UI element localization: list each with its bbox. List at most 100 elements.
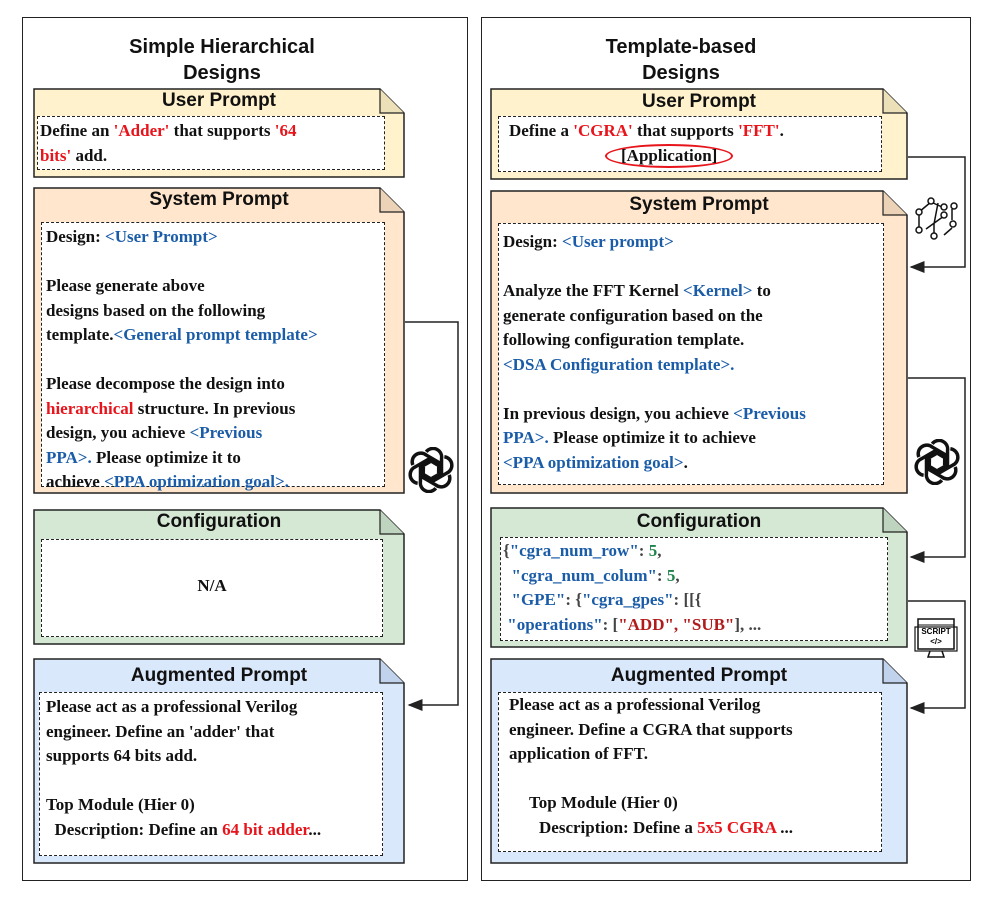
card-title: User Prompt	[641, 91, 757, 112]
augmented-prompt-text: Please act as a professional Verilog eng…	[498, 692, 882, 852]
placeholder: <User prompt>	[562, 232, 674, 251]
json-key: "cgra_num_row"	[509, 541, 639, 560]
text: design, you achieve	[46, 423, 190, 442]
text: Please act as a professional Verilog	[46, 697, 298, 716]
text: Define a	[509, 121, 574, 140]
graph-icon	[915, 197, 958, 240]
text: : [[{	[673, 590, 702, 609]
text: .	[683, 452, 688, 472]
text: ], ...	[734, 614, 762, 634]
right-user-prompt-card: User Prompt Define a 'CGRA' that support…	[490, 88, 908, 180]
placeholder: <User Prompt>	[105, 227, 218, 246]
json-key: "cgra_num_colum"	[511, 565, 657, 585]
text: that supports	[632, 121, 739, 140]
title-line: Template-based	[605, 36, 757, 58]
script-code: </>	[930, 637, 942, 646]
right-panel-title: Template-based Designs	[481, 34, 881, 86]
text: ,	[657, 541, 662, 560]
text: application of FFT.	[509, 744, 648, 763]
json-key: "cgra_gpes"	[581, 590, 674, 609]
system-prompt-text: Design: <User Prompt> Please generate ab…	[41, 222, 385, 491]
card-title: Augmented Prompt	[130, 665, 308, 686]
title-line: Designs	[183, 62, 261, 84]
placeholder: <Previous	[733, 403, 806, 423]
highlight: 'CGRA'	[573, 121, 633, 140]
text: supports 64 bits add.	[46, 746, 198, 765]
text: Analyze the FFT Kernel	[503, 281, 684, 300]
system-prompt-text: Design: <User prompt> Analyze the FFT Ke…	[498, 223, 884, 485]
highlight: hierarchical	[46, 398, 134, 418]
card-title: System Prompt	[149, 189, 289, 210]
highlight: '64	[274, 121, 297, 140]
text: Design:	[46, 227, 106, 246]
json-string: "ADD", "SUB"	[618, 614, 735, 634]
text: structure. In previous	[133, 398, 296, 418]
text: : {	[565, 590, 582, 609]
text: Description: Define a	[539, 817, 698, 837]
highlight: 'FFT'	[738, 121, 780, 140]
placeholder: <Previous	[189, 423, 263, 442]
text: In previous design, you achieve	[503, 403, 734, 423]
placeholder: PPA>.	[503, 428, 549, 447]
augmented-prompt-text: Please act as a professional Verilog eng…	[39, 692, 383, 856]
text: Please optimize it to achieve	[548, 428, 756, 447]
text: .	[779, 121, 784, 140]
highlight: 'Adder'	[113, 121, 170, 140]
openai-icon	[408, 447, 454, 493]
highlight: 5x5 CGRA	[697, 817, 777, 837]
card-title: System Prompt	[629, 194, 769, 215]
text: engineer. Define a CGRA that supports	[509, 719, 793, 739]
text: Please decompose the design into	[46, 374, 285, 393]
right-augmented-prompt-card: Augmented Prompt Please act as a profess…	[490, 658, 908, 864]
left-configuration-card: Configuration N/A	[33, 509, 405, 645]
configuration-text: N/A	[41, 539, 383, 637]
text: Please act as a professional Verilog	[509, 695, 761, 714]
text: Please generate above	[46, 276, 205, 295]
left-system-prompt-card: System Prompt Design: <User Prompt> Plea…	[33, 187, 405, 494]
placeholder: <General prompt template>	[113, 325, 318, 344]
placeholder: PPA>.	[46, 447, 92, 467]
card-title: User Prompt	[161, 90, 277, 111]
text: that supports	[169, 121, 275, 140]
text: Top Module (Hier 0)	[529, 793, 678, 812]
placeholder: <PPA optimization goal>	[503, 452, 684, 472]
application-annotation: [Application]	[605, 143, 734, 168]
text: template.	[46, 325, 114, 344]
user-prompt-text: Define an 'Adder' that supports '64 bits…	[37, 116, 385, 170]
text: ...	[776, 817, 794, 837]
text: following configuration template.	[503, 330, 745, 349]
configuration-json: {"cgra_num_row": 5, "cgra_num_colum": 5,…	[500, 537, 888, 641]
text: Design:	[503, 232, 563, 251]
json-key: "operations"	[507, 614, 603, 634]
text: {	[503, 541, 510, 560]
placeholder: <Kernel>	[683, 281, 753, 300]
openai-icon	[914, 439, 960, 485]
text: :	[656, 565, 667, 585]
na-value: N/A	[197, 576, 227, 595]
text: to	[752, 281, 771, 300]
right-configuration-card: Configuration {"cgra_num_row": 5, "cgra_…	[490, 507, 908, 648]
text: :	[638, 541, 649, 560]
text: Top Module (Hier 0)	[46, 795, 195, 814]
json-key: "GPE"	[511, 590, 566, 609]
script-icon: SCRIPT </>	[914, 617, 958, 661]
text: ...	[308, 819, 322, 839]
text: generate configuration based on the	[503, 305, 763, 325]
script-label: SCRIPT	[921, 627, 951, 636]
placeholder: <PPA optimization goal>.	[104, 472, 289, 491]
placeholder: <DSA Configuration template>.	[503, 354, 735, 374]
text: Description: Define an	[46, 819, 223, 839]
right-system-prompt-card: System Prompt Design: <User prompt> Anal…	[490, 190, 908, 494]
card-title: Configuration	[636, 511, 762, 532]
text: designs based on the following	[46, 300, 266, 320]
left-augmented-prompt-card: Augmented Prompt Please act as a profess…	[33, 658, 405, 864]
json-number: 5	[648, 541, 658, 560]
title-line: Simple Hierarchical	[129, 36, 315, 58]
highlight: bits'	[40, 145, 72, 165]
text: achieve	[46, 472, 105, 491]
highlight: 64 bit adder	[222, 819, 309, 839]
user-prompt-text: Define a 'CGRA' that supports 'FFT'. [Ap…	[498, 116, 882, 172]
left-panel-title: Simple Hierarchical Designs	[22, 34, 422, 86]
text: Define an	[40, 121, 114, 140]
